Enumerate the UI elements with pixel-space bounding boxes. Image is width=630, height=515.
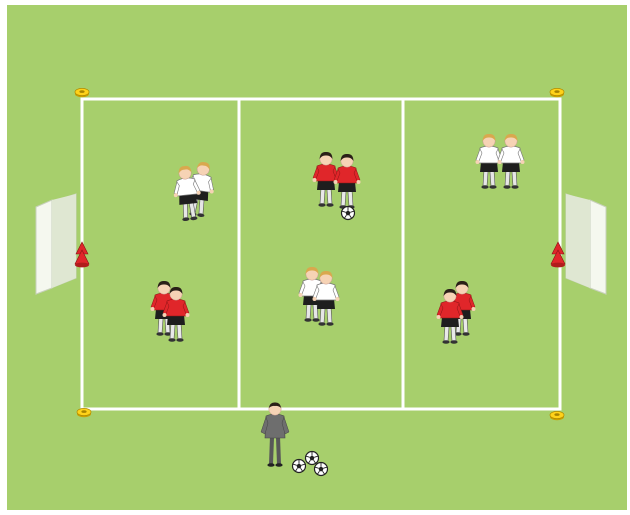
grass <box>7 5 627 510</box>
cone-icon <box>550 88 564 97</box>
cone-icon <box>550 411 564 420</box>
soccer-ball-icon <box>306 452 319 465</box>
soccer-ball-icon <box>293 460 306 473</box>
cone-icon <box>75 88 89 97</box>
soccer-ball-icon <box>315 463 328 476</box>
right-mini-goal-icon <box>566 194 606 294</box>
cone-icon <box>77 408 91 417</box>
soccer-ball-icon <box>342 207 355 220</box>
left-mini-goal-icon <box>36 194 76 294</box>
